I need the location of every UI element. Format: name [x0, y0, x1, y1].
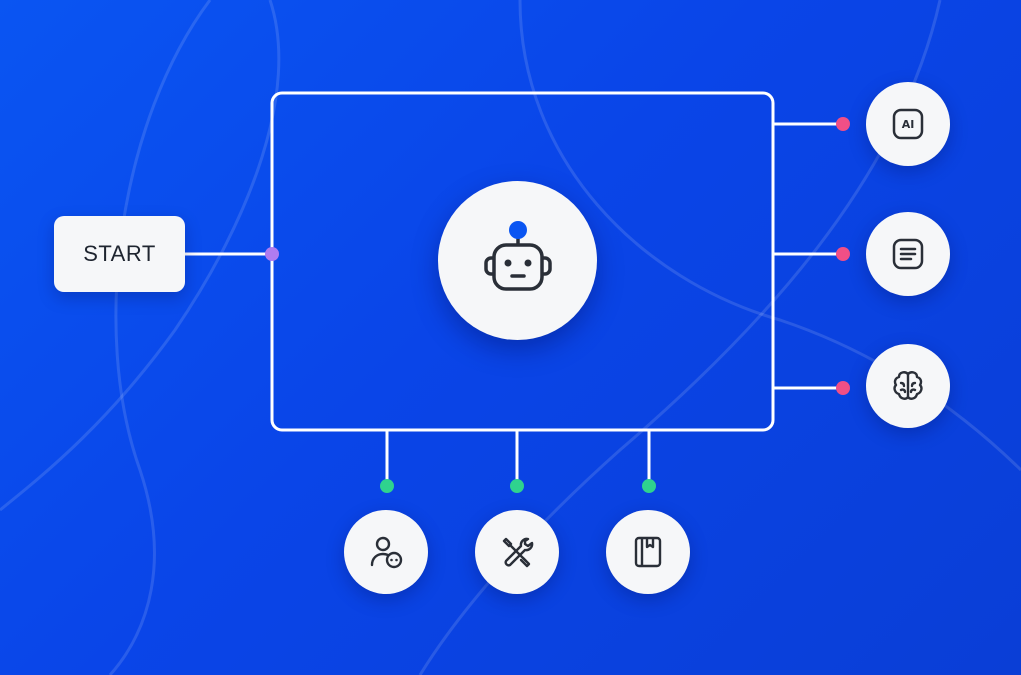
book-node[interactable]: [606, 510, 690, 594]
brain-port: [836, 381, 850, 395]
ai-node[interactable]: AI: [866, 82, 950, 166]
wrench-screwdriver-icon: [502, 537, 534, 568]
book-port: [642, 479, 656, 493]
start-label: START: [83, 241, 156, 266]
input-port: [265, 247, 279, 261]
ai-icon: AI: [892, 108, 924, 140]
text-node[interactable]: [866, 212, 950, 296]
brain-node[interactable]: [866, 344, 950, 428]
tool-port: [510, 479, 524, 493]
agent-frame: [270, 91, 775, 432]
ai-badge-text: AI: [902, 118, 915, 131]
ai-port: [836, 117, 850, 131]
book-icon: [634, 536, 662, 568]
text-lines-icon: [892, 238, 924, 270]
robot-icon: [483, 220, 552, 291]
brain-icon: [893, 371, 923, 400]
start-node[interactable]: START: [54, 216, 185, 292]
agent-node[interactable]: [438, 181, 597, 340]
user-chat-icon: [370, 536, 403, 569]
text-port: [836, 247, 850, 261]
user-node[interactable]: [344, 510, 428, 594]
tool-node[interactable]: [475, 510, 559, 594]
user-port: [380, 479, 394, 493]
